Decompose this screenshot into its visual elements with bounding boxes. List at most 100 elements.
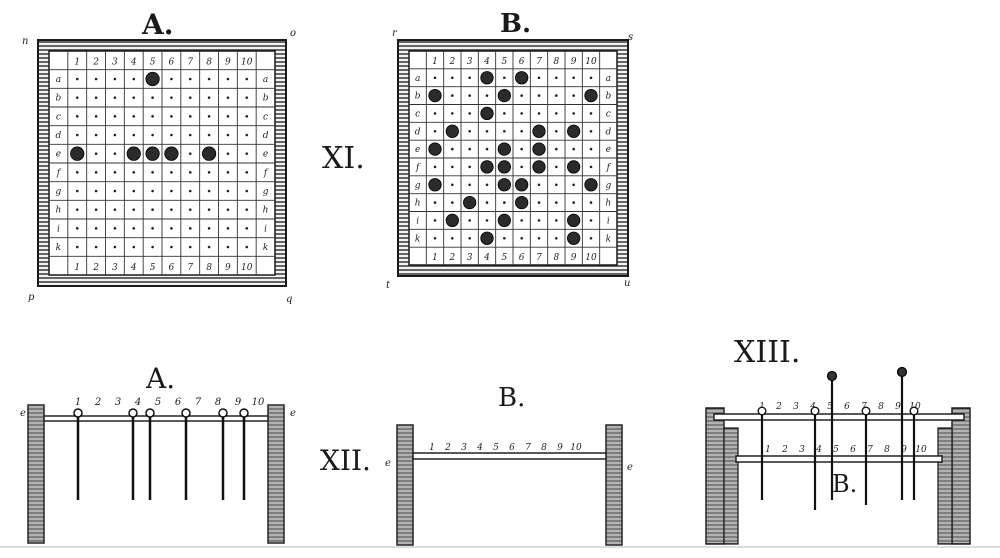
corner-label-u: u xyxy=(624,278,630,289)
figure-b-title: B. xyxy=(500,9,531,39)
corner-label-r: r xyxy=(392,28,398,39)
board-a-hole xyxy=(75,227,79,230)
table-a-peg-number: 5 xyxy=(155,397,161,408)
board-a-hole xyxy=(132,115,136,118)
board-a-hole xyxy=(75,133,79,137)
table-b-right-leg xyxy=(605,424,623,546)
board-b-hole xyxy=(433,201,437,204)
board-b-hole xyxy=(520,236,523,240)
table-a-edge-right: e xyxy=(290,408,296,419)
table-b-number: 1 xyxy=(429,443,435,453)
board-b-row-letter: a xyxy=(415,74,420,84)
board-b-col-number: 1 xyxy=(432,253,438,263)
board-b-hole xyxy=(537,112,541,115)
board-a-hole xyxy=(170,189,173,193)
table-c-lower-number: 3 xyxy=(799,445,805,455)
board-b-hole xyxy=(555,129,558,133)
board-a-hole xyxy=(226,133,230,137)
board-b-hole xyxy=(503,201,506,204)
board-b-hole xyxy=(451,201,454,204)
board-b-col-number: 4 xyxy=(483,253,490,263)
board-a-hole xyxy=(207,96,211,99)
board-b-hole xyxy=(485,183,489,187)
board-a-piece xyxy=(145,146,160,161)
board-b-piece xyxy=(567,213,581,228)
board-b-hole xyxy=(520,147,523,151)
board-b-row-letter: e xyxy=(415,145,420,155)
board-a-hole xyxy=(245,227,249,230)
figure-12a-title: A. xyxy=(145,362,175,395)
table-b-number: 4 xyxy=(476,443,483,453)
board-a-hole xyxy=(245,96,249,99)
table-b-left-leg xyxy=(396,424,414,546)
board-a-hole xyxy=(170,227,173,230)
board-b-col-number: 10 xyxy=(585,57,597,67)
board-b-hole xyxy=(485,94,489,97)
board-b-row-letter: c xyxy=(606,109,611,119)
corner-label-n: n xyxy=(22,36,28,47)
table-a-peg-number: 4 xyxy=(134,397,141,408)
board-a-hole xyxy=(132,96,136,99)
board-b-row-letter: b xyxy=(415,92,421,102)
board-a-hole xyxy=(151,189,154,193)
board-a-hole xyxy=(132,171,136,174)
board-a-col-number: 1 xyxy=(74,57,80,67)
board-b-piece xyxy=(445,213,459,228)
board-a-hole xyxy=(226,189,230,193)
table-c-lower-number: 9 xyxy=(901,445,907,455)
board-a-col-number: 7 xyxy=(187,263,193,273)
board-b-hole xyxy=(537,183,541,187)
board-b-col-number: 7 xyxy=(536,57,542,67)
board-a-hole xyxy=(226,208,230,211)
board-a-col-number: 5 xyxy=(150,57,156,67)
board-b-row-letter: i xyxy=(416,216,419,226)
table-c-outer-right-leg xyxy=(951,407,971,545)
board-b-hole xyxy=(572,201,575,204)
board-a-hole xyxy=(245,171,249,174)
board-a-hole xyxy=(188,115,192,118)
table-a-peg-number: 3 xyxy=(115,397,121,408)
board-a-col-number: 7 xyxy=(187,57,193,67)
board-a-row-letter: b xyxy=(56,94,62,104)
board-a-col-number: 8 xyxy=(206,263,212,273)
board-b-piece xyxy=(515,178,529,192)
board-b-hole xyxy=(451,112,454,115)
board-b-piece xyxy=(428,88,442,103)
board-a-hole xyxy=(188,152,192,155)
board-b-piece xyxy=(584,178,598,192)
board-b-row-letter: f xyxy=(606,163,612,173)
board-b-piece xyxy=(497,88,511,103)
board-a-hole xyxy=(170,96,173,99)
table-c-lower-number: 1 xyxy=(765,445,771,455)
board-b-hole xyxy=(485,219,489,222)
board-b-hole xyxy=(468,165,471,169)
board-b-row-letter: g xyxy=(415,181,421,191)
table-a-peg-number: 9 xyxy=(235,397,242,408)
board-b-col-number: 2 xyxy=(448,253,455,263)
board-b-piece xyxy=(515,195,529,210)
board-b-piece xyxy=(532,124,546,138)
board-a-hole xyxy=(226,115,230,118)
board-a-row-letter: d xyxy=(56,131,62,141)
board-a-row-letter: c xyxy=(56,112,61,122)
table-c-upper-number: 2 xyxy=(775,402,782,412)
board-a-hole xyxy=(170,245,173,249)
board-b-hole xyxy=(555,236,558,240)
board-a-hole xyxy=(188,208,192,211)
board-b-col-number: 5 xyxy=(501,253,507,263)
board-a-hole xyxy=(113,152,117,155)
board-a-piece xyxy=(126,146,141,161)
board-b-hole xyxy=(589,201,593,204)
table-c-upper-number: 4 xyxy=(809,402,816,412)
board-a-piece xyxy=(164,146,179,161)
board-a-piece xyxy=(201,146,217,161)
board-a-hole xyxy=(113,208,117,211)
board-a-hole xyxy=(188,227,192,230)
